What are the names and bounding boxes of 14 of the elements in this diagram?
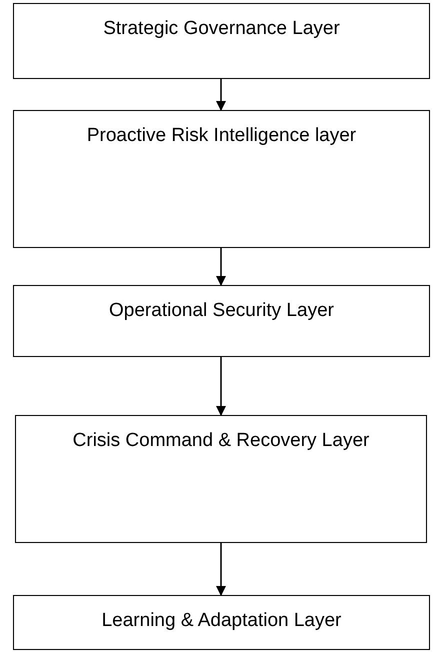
box-label: Crisis Command & Recovery Layer (72, 429, 370, 453)
process-box (15, 415, 427, 543)
box-label: Learning & Adaptation Layer (102, 609, 342, 633)
process-box (13, 285, 430, 357)
process-box (13, 3, 430, 79)
arrow (216, 248, 226, 286)
arrow (216, 357, 226, 416)
arrow (216, 543, 226, 596)
box-label: Operational Security Layer (109, 299, 334, 323)
arrow (216, 79, 226, 111)
box-label: Proactive Risk Intelligence layer (86, 124, 356, 148)
process-box (13, 595, 430, 650)
process-box (13, 110, 430, 248)
box-label: Strategic Governance Layer (103, 17, 340, 41)
